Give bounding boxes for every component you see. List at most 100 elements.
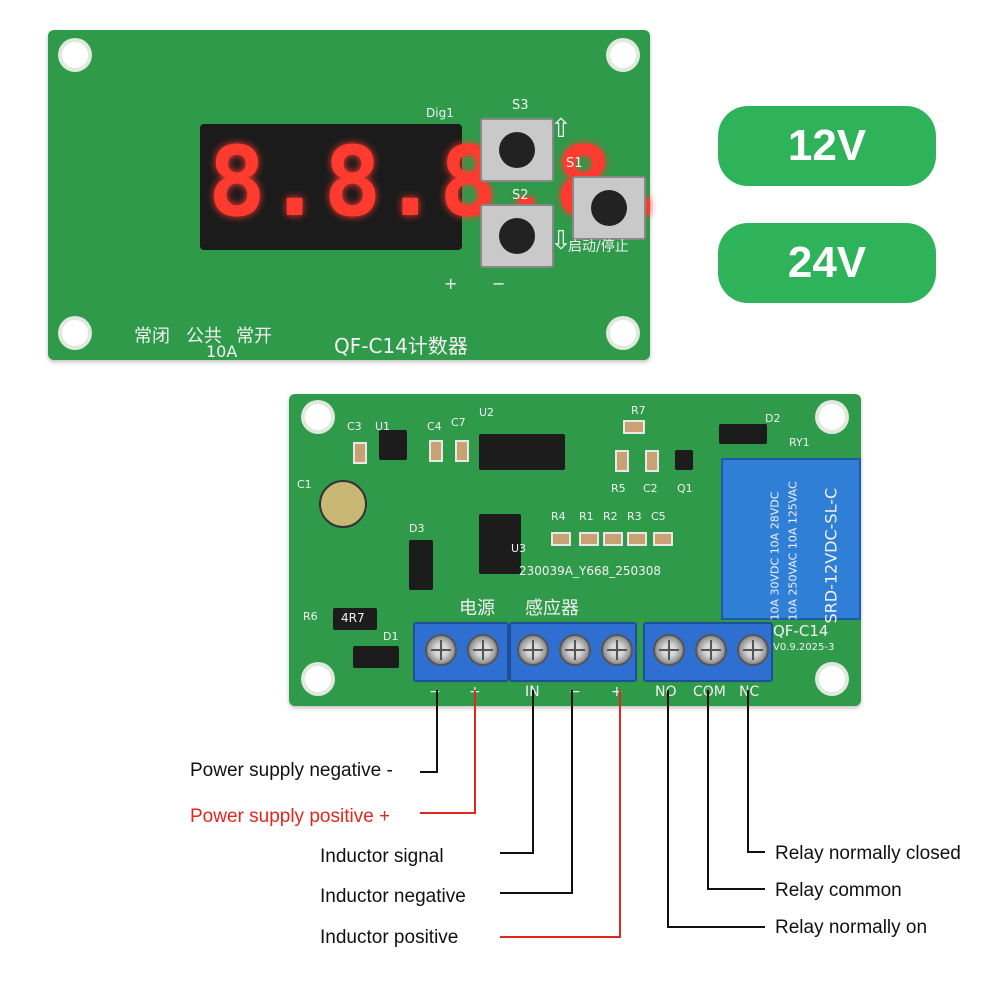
diode-d1 (353, 646, 399, 668)
ic-u3 (479, 514, 521, 574)
screw-relay-com[interactable] (695, 634, 727, 666)
wire-ind-signal-h (500, 852, 534, 854)
relay-model-text: SRD-12VDC-SL-C (821, 487, 841, 624)
relay-rating-text-2: 10A 30VDC 10A 28VDC (768, 491, 782, 621)
button-s1[interactable] (572, 176, 646, 240)
callout-relay-common: Relay common (775, 880, 902, 901)
dig1-label: Dig1 (426, 106, 454, 120)
diode-d2 (719, 424, 767, 444)
s1-label: S1 (566, 156, 583, 171)
screw-relay-no[interactable] (653, 634, 685, 666)
smd-r1 (579, 532, 599, 546)
ref-r5: R5 (611, 482, 626, 495)
relay-terminal-block (643, 622, 773, 682)
power-cn-label: 电源 (459, 598, 495, 619)
arrow-down-icon: ⇩ (550, 226, 572, 256)
power-minus-label: − (492, 274, 506, 293)
relay-rating-text-1: 10A 250VAC 10A 125VAC (786, 481, 800, 621)
ref-u3: U3 (511, 542, 527, 555)
version-label: V0.9.2025-3 (773, 642, 835, 653)
smd-c2 (645, 450, 659, 472)
s3-label: S3 (512, 98, 529, 113)
sensor-terminal-block (509, 622, 637, 682)
pcb-code: 230039A_Y668_250308 (519, 564, 662, 578)
smd-c7 (455, 440, 469, 462)
screw-sensor-neg[interactable] (559, 634, 591, 666)
wire-relay-no-h (667, 926, 765, 928)
start-stop-label: 启动/停止 (568, 239, 629, 255)
ref-r3: R3 (627, 510, 642, 523)
term-label-neg: − (429, 684, 441, 700)
screw-power-neg[interactable] (425, 634, 457, 666)
wire-relay-no-v (667, 690, 669, 928)
ref-c3: C3 (347, 420, 362, 433)
s2-label: S2 (512, 188, 529, 203)
screw-relay-nc[interactable] (737, 634, 769, 666)
smd-r2 (603, 532, 623, 546)
ref-r7: R7 (631, 404, 646, 417)
relay-no-label: 常开 (236, 326, 272, 347)
smd-r4 (551, 532, 571, 546)
ref-d3: D3 (409, 522, 425, 535)
power-terminal-block (413, 622, 509, 682)
wire-power-pos-v (474, 690, 476, 814)
ref-u2: U2 (479, 406, 495, 419)
screw-sensor-in[interactable] (517, 634, 549, 666)
relay-com-label: 公共 (186, 326, 222, 347)
term-label-no: NO (655, 684, 677, 700)
rating-label: 10A (206, 342, 238, 361)
ref-r2: R2 (603, 510, 618, 523)
transistor-q1 (675, 450, 693, 470)
wire-relay-nc-h (747, 851, 765, 853)
badge-24v: 24V (718, 223, 936, 303)
ref-ry1: RY1 (789, 436, 810, 449)
model-label: QF-C14计数器 (334, 334, 468, 358)
seven-segment-display: 8.8.8.8. (200, 124, 670, 250)
mount-hole (610, 320, 636, 346)
screw-power-pos[interactable] (467, 634, 499, 666)
wire-ind-pos-v (619, 690, 621, 938)
smd-c4 (429, 440, 443, 462)
bottom-model-label: QF-C14 (773, 622, 829, 640)
bottom-pcb-board: 4R7 C3 U1 C4 C7 U2 R7 D2 RY1 C1 R5 C2 Q1… (289, 394, 861, 706)
term-label-sneg: − (569, 684, 581, 700)
r6-value: 4R7 (341, 611, 365, 625)
wire-ind-signal-v (532, 690, 534, 854)
ref-c5: C5 (651, 510, 666, 523)
wire-ind-neg-v (571, 690, 573, 894)
smd-c5 (653, 532, 673, 546)
wire-power-neg-h (420, 771, 438, 773)
wire-relay-nc-v (747, 690, 749, 853)
ref-c2: C2 (643, 482, 658, 495)
ref-r6: R6 (303, 610, 318, 623)
button-s3[interactable] (480, 118, 554, 182)
term-label-nc: NC (739, 684, 760, 700)
ref-q1: Q1 (677, 482, 693, 495)
callout-inductor-positive: Inductor positive (320, 927, 459, 948)
mount-hole (62, 42, 88, 68)
callout-relay-normally-closed: Relay normally closed (775, 843, 961, 864)
power-plus-label: + (444, 274, 458, 293)
mount-hole (610, 42, 636, 68)
mount-hole (305, 666, 331, 692)
wire-ind-pos-h (500, 936, 621, 938)
mount-hole (819, 666, 845, 692)
smd-r7 (623, 420, 645, 434)
screw-sensor-pos[interactable] (601, 634, 633, 666)
callout-relay-normally-on: Relay normally on (775, 917, 928, 938)
ref-d2: D2 (765, 412, 781, 425)
arrow-up-icon: ⇧ (550, 114, 572, 144)
callout-power-negative: Power supply negative - (190, 760, 393, 781)
callout-inductor-negative: Inductor negative (320, 886, 466, 907)
button-s2[interactable] (480, 204, 554, 268)
smd-r5 (615, 450, 629, 472)
term-label-com: COM (693, 684, 726, 700)
badge-12v: 12V (718, 106, 936, 186)
ref-r4: R4 (551, 510, 566, 523)
term-label-spos: + (611, 684, 623, 700)
ref-c4: C4 (427, 420, 442, 433)
wire-power-neg-v (436, 690, 438, 772)
mount-hole (62, 320, 88, 346)
wire-power-pos-h (420, 812, 476, 814)
wire-ind-neg-h (500, 892, 573, 894)
